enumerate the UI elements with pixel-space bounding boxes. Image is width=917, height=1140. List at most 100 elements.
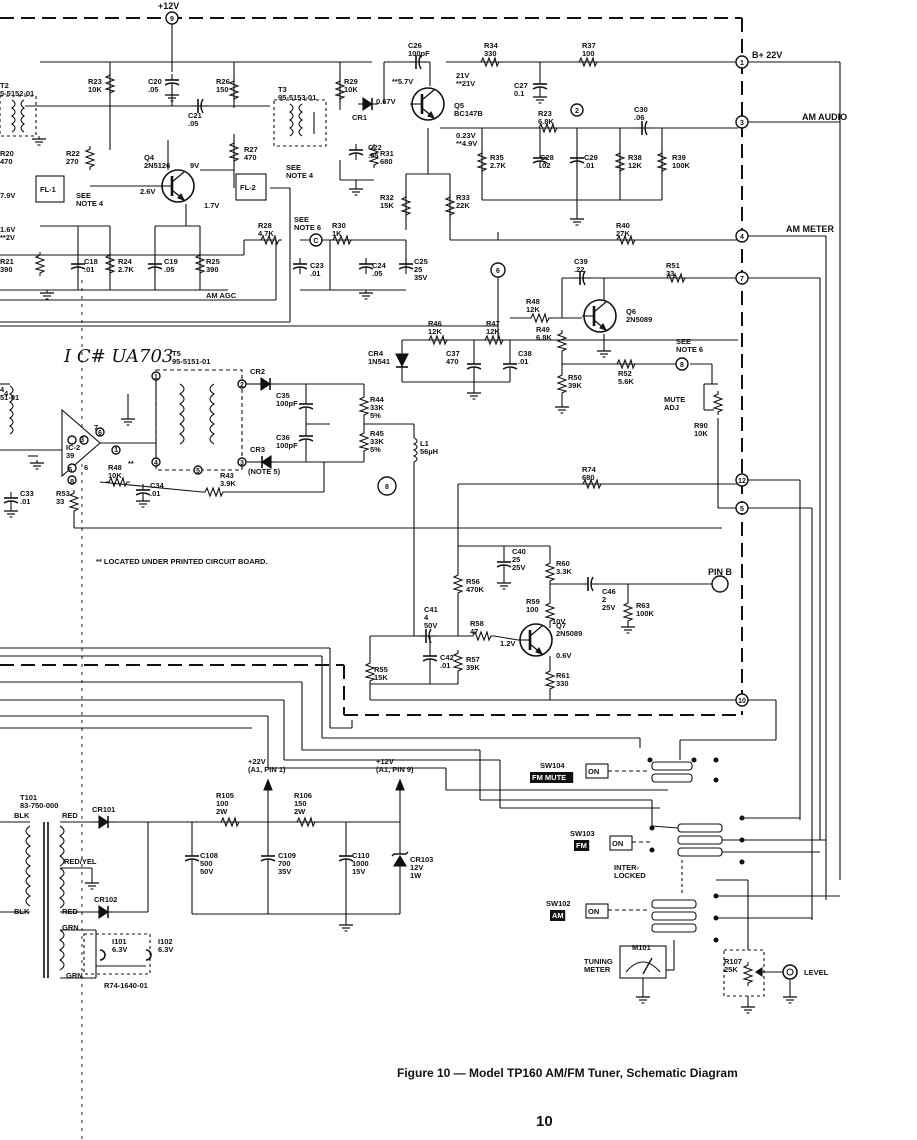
label-v-1-6: 1.6V**2V [0, 225, 15, 242]
label-c29: C29.01 [584, 153, 598, 170]
label-cr101: CR101 [92, 805, 115, 814]
label-v-21: 21V**21V [456, 71, 475, 88]
terminal-label-term-10: 10 [738, 698, 746, 705]
label-c24: C24.05 [372, 261, 387, 278]
label-v-1-2: 1.2V [500, 639, 515, 648]
terminal-label-term-4: 4 [740, 234, 744, 241]
label-v-0-23: 0.23V**4.9V [456, 131, 477, 148]
fm-detector-section [0, 232, 738, 701]
footnote: ** LOCATED UNDER PRINTED CIRCUIT BOARD. [96, 557, 268, 566]
label-c38: C38.01 [518, 349, 532, 366]
labels: +12V B+ 22V AM AUDIO AM METER AM AGC PIN… [63, 1, 847, 977]
label-c21: C21.05 [188, 111, 202, 128]
label-w-red1: RED [62, 811, 78, 820]
label-sw102-tag: AM [552, 911, 564, 920]
label-c20: C20.05 [148, 77, 162, 94]
label-sw103-tag: FM [576, 841, 587, 850]
label-c22: C22.05 [368, 143, 382, 160]
label-am-audio: AM AUDIO [802, 112, 847, 122]
label-c33: C33.01 [20, 489, 34, 506]
terminal-label-term-3: 3 [740, 120, 744, 127]
label-box-sw104-tag [530, 772, 574, 783]
label-w-red2: RED [62, 907, 78, 916]
label-c28: C28.02 [540, 153, 554, 170]
label-v-1-7: 1.7V [204, 201, 219, 210]
label-w-grn2: GRN [66, 971, 83, 980]
label-cr3: CR3 [250, 445, 265, 454]
label-v-12: +12V(A1, PIN 9) [376, 757, 414, 774]
label-box-sw103-tag [574, 840, 590, 851]
terminal-label-term-8b: 8 [385, 484, 389, 491]
label-t-p1: 1 [114, 445, 118, 454]
label-t-pq: ** [128, 459, 134, 468]
board-boundary-top [0, 17, 743, 716]
label-sw102: SW102 [546, 899, 571, 908]
label-v-5-7: **5.7V [392, 77, 413, 86]
label-t-p7: 7 [94, 423, 98, 432]
label-v-0-67: 0.67V [376, 97, 396, 106]
label-am-agc: AM AGC [206, 291, 237, 300]
label-t-p5: 5 [68, 465, 72, 474]
label-v-0-6: 0.6V [556, 651, 571, 660]
label-t-p6: 6 [84, 463, 88, 472]
label-note-5: (NOTE 5) [248, 467, 281, 476]
label-m101: M101 [632, 943, 651, 952]
figure-caption: Figure 10 — Model TP160 AM/FM Tuner, Sch… [397, 1066, 738, 1080]
label-level: LEVEL [804, 968, 829, 977]
label-fl1: FL-1 [40, 185, 56, 194]
terminal-label-term-7: 7 [740, 276, 744, 283]
terminal-label-t5-5: 5 [196, 468, 200, 475]
terminal-label-term-6: 6 [496, 268, 500, 275]
label-bplus: B+ 22V [752, 50, 782, 60]
label-cr2: CR2 [250, 367, 265, 376]
label-t-p4: 4 [4, 389, 9, 398]
switch-assembly [585, 757, 840, 1014]
label-w-grn1: GRN [62, 923, 79, 932]
terminal-label-t5-2: 2 [240, 382, 244, 389]
label-sw104-tag: FM MUTE [532, 773, 566, 782]
label-w-redyel: RED/YEL [64, 857, 97, 866]
label-supply-12v-top: +12V [158, 1, 179, 11]
label-v-9: 9V [190, 161, 199, 170]
terminal-label-term-12: 12 [738, 478, 746, 485]
